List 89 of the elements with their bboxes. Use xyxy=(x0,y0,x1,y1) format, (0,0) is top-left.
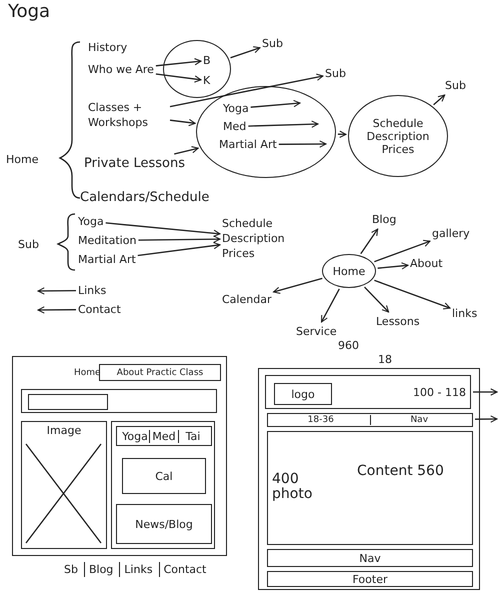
arrow xyxy=(38,306,76,314)
arrow xyxy=(138,242,220,256)
arrow xyxy=(170,118,196,126)
arrow xyxy=(250,100,300,108)
circle-outline xyxy=(163,40,231,98)
nav-label: Home xyxy=(74,367,101,380)
news-panel: News/Blog xyxy=(116,504,212,544)
sitemap-label: B xyxy=(203,53,211,68)
arrow xyxy=(338,130,346,138)
dimension-label: 960 xyxy=(338,338,359,353)
tab-label: Tai xyxy=(178,430,207,442)
tab-label: Med xyxy=(149,430,178,442)
sitemap-label: Sub xyxy=(445,78,466,93)
sitemap-label: Schedule Description Prices xyxy=(222,216,314,261)
arrow xyxy=(156,73,202,83)
sidebar-panel xyxy=(111,421,215,549)
wireframe-frame xyxy=(258,368,480,590)
arrow xyxy=(138,236,220,243)
arrow xyxy=(156,58,202,66)
header-bar xyxy=(21,389,217,413)
arrow xyxy=(475,415,498,423)
sitemap-label: Yoga xyxy=(223,101,249,116)
footer-link: Sb xyxy=(63,562,79,577)
tab-label: Yoga xyxy=(121,430,149,442)
circle-outline xyxy=(196,86,336,178)
arrow xyxy=(320,288,340,322)
sitemap-label: History xyxy=(88,40,128,55)
sitemap-label: Sub xyxy=(18,237,39,252)
sitemap-label: Links xyxy=(78,283,106,298)
nav-bar: About Practic Class xyxy=(99,364,221,381)
sitemap-label: About xyxy=(410,256,443,271)
sitemap-label: Meditation xyxy=(78,233,136,248)
sitemap-label: Who we Are xyxy=(88,62,154,77)
footer-bar: Footer xyxy=(267,571,473,587)
sitemap-label: Yoga xyxy=(78,214,104,229)
footer-link: Links xyxy=(119,562,157,577)
nav-label: 18-36 xyxy=(306,415,335,425)
sitemap-label: links xyxy=(452,306,478,321)
arrow xyxy=(273,278,322,294)
sitemap-label: Blog xyxy=(372,212,396,227)
search-field xyxy=(28,394,108,410)
dimension-label: 18 xyxy=(378,352,392,367)
header-bar xyxy=(265,375,471,409)
content-area xyxy=(267,431,473,545)
arrow xyxy=(174,146,199,155)
calendar-box: Cal xyxy=(122,458,206,494)
sitemap-label: Martial Art xyxy=(78,252,136,267)
sitemap-label: Med xyxy=(223,119,246,134)
arrow xyxy=(374,240,430,262)
arrow xyxy=(230,46,260,58)
arrow xyxy=(38,287,76,295)
sitemap-label: K xyxy=(203,73,210,88)
sitemap-label: gallery xyxy=(432,226,470,241)
arrow xyxy=(364,286,390,312)
arrow xyxy=(433,94,446,106)
footer-link: Contact xyxy=(158,562,210,577)
column-label: 400 photo xyxy=(272,472,342,502)
nav-bar xyxy=(267,413,473,427)
arrow xyxy=(378,262,408,270)
sitemap-label: Martial Art xyxy=(219,137,277,152)
arrow xyxy=(278,140,326,148)
sitemap-label: Calendars/Schedule xyxy=(80,190,210,205)
column-label: Content 560 xyxy=(357,464,457,479)
dimension-label: 100 - 118 xyxy=(413,386,466,398)
wireframe-frame xyxy=(12,356,227,556)
image-placeholder-box: Image xyxy=(21,421,107,549)
arrow xyxy=(248,120,318,128)
sitemap-label: Private Lessons xyxy=(84,156,185,171)
sitemap-label: Classes + Workshops xyxy=(88,100,168,130)
sitemap-label: Service xyxy=(296,324,337,339)
arrow xyxy=(374,280,450,310)
arrow xyxy=(106,222,220,237)
arrow xyxy=(360,228,378,254)
nav-label: Nav xyxy=(370,415,468,425)
sitemap-label: Sub xyxy=(325,66,346,81)
sitemap-label: Contact xyxy=(78,302,121,317)
page-title: Yoga xyxy=(8,4,50,19)
circle-outline: Schedule Description Prices xyxy=(348,95,448,177)
sitemap-label: Home xyxy=(6,152,38,167)
circle-outline: Home xyxy=(322,254,376,288)
footer-link: Blog xyxy=(84,562,118,577)
arrow xyxy=(473,388,498,396)
placeholder-box: logo xyxy=(274,383,332,405)
sitemap-label: Calendar xyxy=(222,292,272,307)
sitemap-label: Sub xyxy=(262,36,283,51)
nav-bar: Nav xyxy=(267,549,473,567)
arrow xyxy=(170,74,324,108)
tab-bar xyxy=(116,426,212,446)
sitemap-label: Lessons xyxy=(376,314,420,329)
